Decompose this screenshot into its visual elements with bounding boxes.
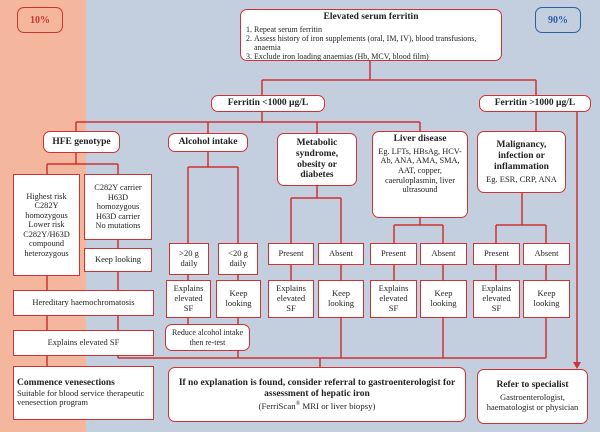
hereditary-haemochromatosis-box: Hereditary haemochromatosis (13, 290, 154, 316)
liver-explains-box: Explains elevated SF (370, 280, 417, 318)
alcohol-explains-box: Explains elevated SF (166, 280, 211, 318)
malignancy-box: Malignancy, infection or inflammation Eg… (477, 131, 566, 193)
metabolic-syndrome-box: Metabolic syndrome, obesity or diabetes (277, 133, 357, 186)
step-item: Assess history of iron supplements (oral… (254, 34, 498, 52)
venesection-box: Commence venesections Suitable for blood… (13, 366, 154, 420)
ninety-percent-panel (86, 0, 600, 432)
specialist-title: Refer to specialist (496, 380, 569, 391)
hfe-risk-box: Highest risk C282Y homozygous Lower risk… (13, 174, 80, 276)
malignancy-present-box: Present (473, 243, 520, 265)
step-item: Repeat serum ferritin (254, 25, 498, 34)
malignancy-detail: Eg. ESR, CRP, ANA (486, 173, 557, 184)
hfe-keep-looking: Keep looking (84, 248, 152, 272)
reduce-alcohol-box: Reduce alcohol intake then re-test (165, 324, 250, 351)
liver-keep-looking-box: Keep looking (420, 280, 467, 318)
referral-title: If no explanation is found, consider ref… (178, 378, 456, 399)
step-item: Exclude iron loading anaemias (Hb, MCV, … (254, 52, 498, 61)
metabolic-present-box: Present (268, 243, 314, 265)
highest-risk-text: Highest risk C282Y homozygous (25, 191, 68, 220)
hfe-carrier-box: C282Y carrier H63D homozygous H63D carri… (84, 174, 152, 240)
hfe-genotype-box: HFE genotype (43, 131, 120, 153)
liver-disease-title: Liver disease (393, 134, 447, 144)
carrier-item: C282Y carrier (94, 183, 142, 193)
alcohol-intake-box: Alcohol intake (168, 133, 248, 152)
ferritin-low-branch: Ferritin <1000 µg/L (211, 95, 325, 112)
metabolic-keep-looking-box: Keep looking (318, 280, 364, 318)
liver-absent-box: Absent (420, 243, 467, 265)
specialist-box: Refer to specialist Gastroenterologist, … (477, 369, 588, 424)
malignancy-keep-looking-box: Keep looking (523, 280, 570, 318)
hfe-explains-sf-box: Explains elevated SF (13, 330, 154, 356)
metabolic-absent-box: Absent (318, 243, 364, 265)
specialist-detail: Gastroenterologist, haematologist or phy… (486, 392, 579, 412)
liver-disease-detail: Eg. LFTs, HBsAg, HCV-Ab, ANA, AMA, SMA, … (378, 146, 462, 195)
malignancy-explains-box: Explains elevated SF (473, 280, 520, 318)
alcohol-keep-looking-box: Keep looking (216, 280, 261, 318)
liver-present-box: Present (370, 243, 417, 265)
liver-disease-box: Liver disease Eg. LFTs, HBsAg, HCV-Ab, A… (372, 131, 468, 218)
lower-risk-text: Lower risk C282Y/H63D compound heterozyg… (23, 220, 70, 258)
alcohol-under-20g-box: <20 g daily (218, 243, 258, 275)
left-percentage-badge: 10% (17, 7, 63, 33)
metabolic-explains-box: Explains elevated SF (268, 280, 314, 318)
carrier-item: No mutations (95, 221, 141, 231)
elevated-ferritin-box: Elevated serum ferritin Repeat serum fer… (240, 9, 502, 61)
initial-steps-list: Repeat serum ferritin Assess history of … (244, 25, 498, 62)
ferritin-high-branch: Ferritin >1000 µg/L (479, 95, 591, 112)
alcohol-over-20g-box: >20 g daily (169, 243, 209, 275)
venesection-text: Suitable for blood service therapeutic v… (17, 387, 145, 408)
referral-detail: (FerriScan® MRI or liver biopsy) (258, 400, 376, 411)
elevated-ferritin-title: Elevated serum ferritin (323, 12, 419, 22)
malignancy-title: Malignancy, infection or inflammation (494, 139, 549, 172)
carrier-item: H63D homozygous (96, 192, 140, 212)
right-percentage-badge: 90% (535, 7, 581, 33)
referral-box: If no explanation is found, consider ref… (168, 367, 466, 422)
carrier-item: H63D carrier (96, 211, 140, 221)
venesection-title: Commence venesections (17, 377, 115, 388)
malignancy-absent-box: Absent (523, 243, 570, 265)
